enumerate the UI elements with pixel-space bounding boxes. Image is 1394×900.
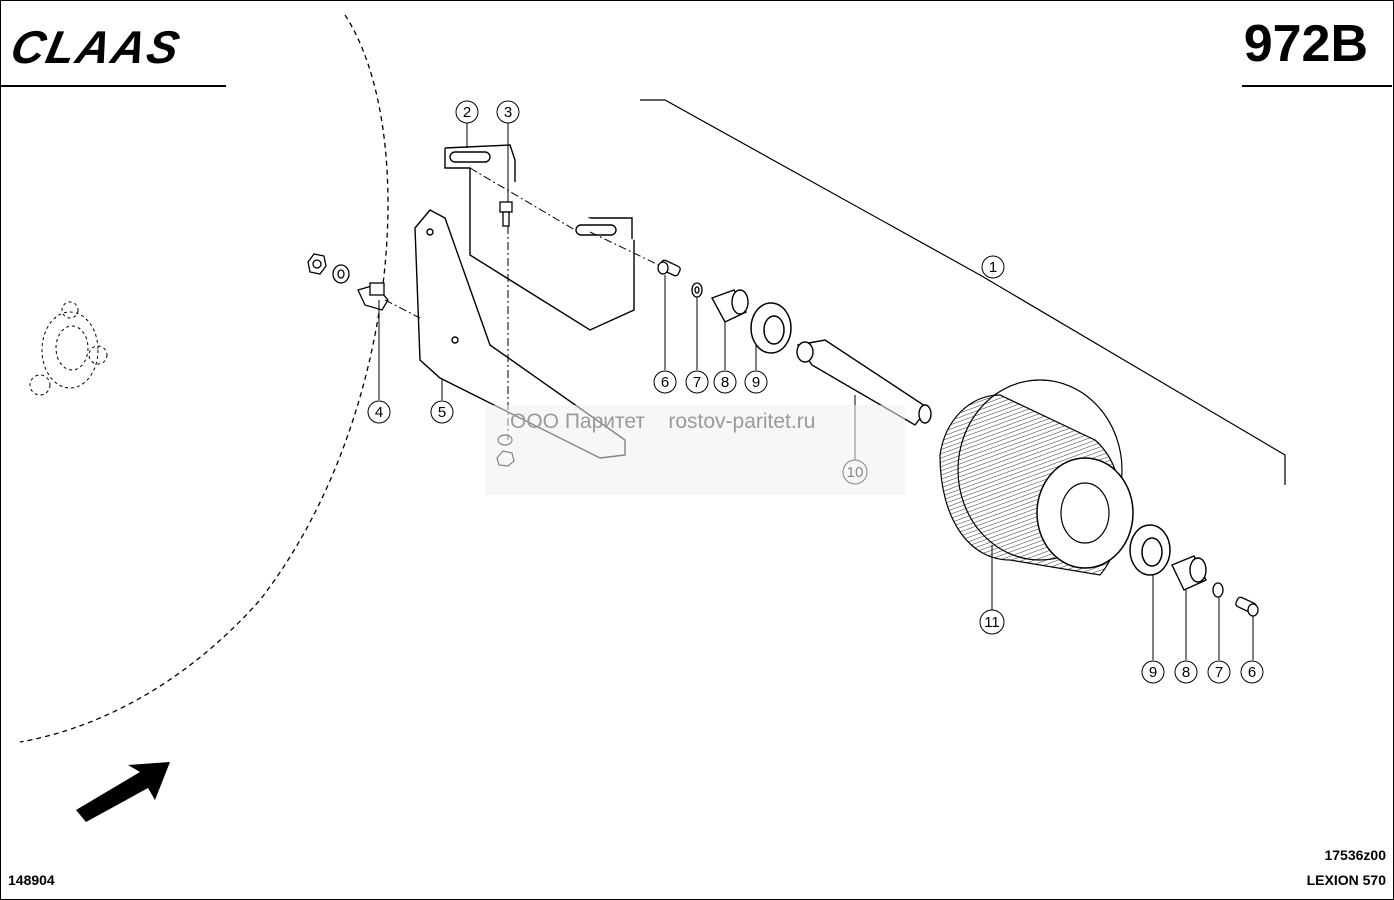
- svg-text:5: 5: [438, 404, 446, 421]
- svg-text:9: 9: [1149, 664, 1157, 681]
- callout-11: 11: [979, 609, 1005, 635]
- part-screw-6: [657, 259, 681, 277]
- page-code: 972B: [1243, 15, 1368, 73]
- callout-8-lower: 8: [1174, 660, 1198, 684]
- part-bushing-8-lower: [1171, 555, 1207, 591]
- callout-2: 2: [455, 100, 479, 124]
- svg-text:7: 7: [693, 374, 701, 391]
- callout-8: 8: [713, 370, 737, 394]
- svg-text:3: 3: [504, 104, 512, 121]
- callouts: 1 2 3 4 5 6 7 8 9 10 11 9 8 7 6: [367, 100, 1264, 684]
- callout-5: 5: [430, 400, 454, 424]
- part-u-bracket: [444, 144, 635, 331]
- svg-text:11: 11: [984, 614, 1000, 631]
- image-code: 17536z00: [1324, 847, 1386, 863]
- leader-lines: [378, 123, 1254, 660]
- svg-text:4: 4: [375, 404, 383, 421]
- callout-9-lower: 9: [1141, 660, 1165, 684]
- watermark-box: [485, 405, 905, 495]
- part-washer-7: [691, 282, 703, 298]
- svg-text:7: 7: [1215, 664, 1223, 681]
- logo-underline: [0, 85, 226, 87]
- part-bolt-3: [499, 201, 513, 227]
- direction-arrow-icon: [76, 762, 170, 822]
- callout-9: 9: [744, 370, 768, 394]
- callout-3: 3: [496, 100, 520, 124]
- part-shaft-10: [796, 339, 932, 426]
- part-bushing-8: [710, 289, 749, 323]
- axis-lines: [384, 167, 666, 440]
- watermark-text: ООО Паритет rostov-paritet.ru: [510, 410, 816, 433]
- svg-text:1: 1: [989, 259, 997, 276]
- svg-text:6: 6: [1248, 664, 1256, 681]
- callout-4: 4: [367, 400, 391, 424]
- part-brush-roller-11: [939, 379, 1134, 576]
- svg-text:2: 2: [463, 104, 471, 121]
- model-name: LEXION 570: [1306, 872, 1386, 888]
- part-bolt-4: [357, 282, 389, 311]
- callout-1: 1: [981, 255, 1005, 279]
- assembly-bracket-line: [640, 99, 1286, 485]
- part-screw-6-lower: [1235, 596, 1259, 617]
- part-bearing-9-lower: [1129, 524, 1171, 576]
- callout-6-lower: 6: [1240, 660, 1264, 684]
- callout-7: 7: [685, 370, 709, 394]
- svg-text:8: 8: [1182, 664, 1190, 681]
- callout-6: 6: [653, 370, 677, 394]
- machine-outline-arc: [19, 14, 389, 743]
- part-bearing-9: [750, 302, 792, 354]
- svg-text:9: 9: [752, 374, 760, 391]
- page-code-underline: [1242, 85, 1392, 87]
- svg-text:6: 6: [661, 374, 669, 391]
- part-nut-left: [307, 253, 350, 284]
- svg-text:8: 8: [721, 374, 729, 391]
- part-washer-7-lower: [1212, 582, 1224, 598]
- callout-7-lower: 7: [1207, 660, 1231, 684]
- reference-sketch: [29, 301, 108, 396]
- document-number: 148904: [8, 872, 55, 888]
